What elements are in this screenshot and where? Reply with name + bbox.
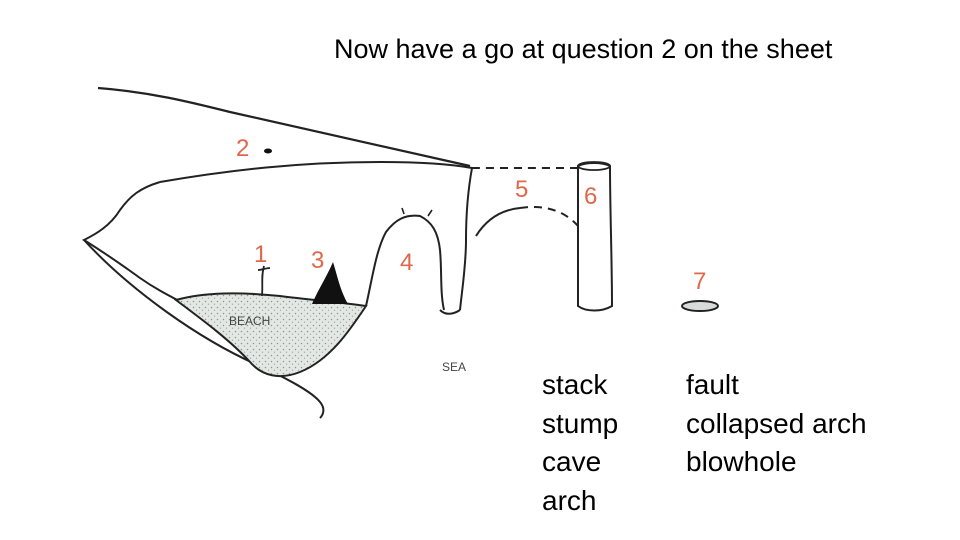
cave-shape [312, 262, 348, 304]
label-1: 1 [254, 241, 267, 268]
label-7: 7 [693, 268, 706, 295]
collapsed-arch-dashes [472, 166, 579, 227]
word-item: cave [542, 446, 602, 477]
blowhole-dot [264, 148, 272, 154]
sea-label: SEA [442, 360, 466, 374]
stack-shape [576, 162, 614, 312]
cliff-edge-line [159, 160, 473, 183]
label-2: 2 [236, 135, 249, 162]
word-list-right: fault collapsed arch blowhole [686, 366, 867, 482]
stump-shape [681, 300, 719, 312]
word-item: collapsed arch [686, 407, 867, 439]
word-item: stack [542, 369, 608, 400]
cliff-top-outline [97, 86, 471, 168]
stack-top [577, 161, 611, 171]
arch-pillar-left [401, 207, 433, 217]
fault-line [257, 265, 271, 297]
slide-title: Now have a go at question 2 on the sheet [334, 34, 833, 64]
word-item: stump [542, 407, 619, 439]
label-6: 6 [584, 183, 597, 210]
label-5: 5 [515, 176, 528, 203]
cliff-face [365, 214, 445, 311]
word-list-left: stack stump cave arch [542, 366, 618, 520]
label-4: 4 [400, 249, 413, 276]
label-3: 3 [311, 247, 324, 274]
beach-area [173, 292, 368, 378]
word-item: fault [686, 369, 739, 400]
word-item: arch [542, 484, 597, 516]
beach-label: BEACH [229, 314, 270, 328]
arch-pillar [459, 167, 521, 311]
arch-pillar-face [439, 309, 461, 315]
word-item: blowhole [686, 446, 797, 477]
